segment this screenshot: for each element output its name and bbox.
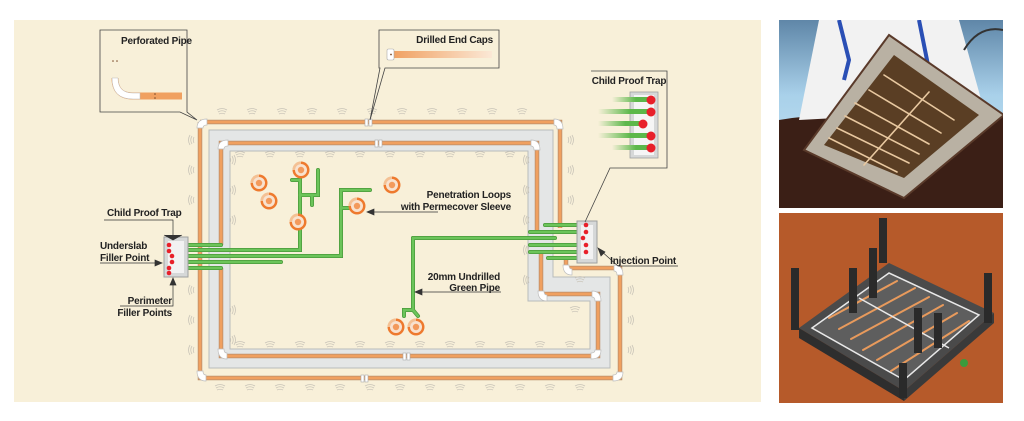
seepage-wave-icon xyxy=(364,384,376,391)
label-green-pipe-line2: Green Pipe xyxy=(449,283,500,294)
label-perimeter-line2: Filler Points xyxy=(117,308,172,319)
seepage-wave-icon xyxy=(274,384,286,391)
label-penetration-line1: Penetration Loops xyxy=(427,190,512,201)
seepage-wave-icon xyxy=(188,344,195,356)
seepage-wave-icon xyxy=(424,384,436,391)
slab-band xyxy=(208,129,611,369)
inner-perforated-pipe xyxy=(218,139,601,361)
seepage-wave-icon xyxy=(456,108,468,115)
seepage-wave-icon xyxy=(188,134,195,146)
seepage-wave-icon xyxy=(516,108,528,115)
label-child-proof-trap-right: Child Proof Trap xyxy=(592,76,667,87)
seepage-wave-icon xyxy=(486,108,498,115)
seepage-wave-icon xyxy=(188,314,195,326)
callout-perforated-pipe: Perforated Pipe xyxy=(99,29,198,121)
label-drilled-end-caps: Drilled End Caps xyxy=(416,35,493,46)
seepage-wave-icon xyxy=(567,164,574,176)
seepage-wave-icon xyxy=(394,384,406,391)
seepage-wave-icon xyxy=(396,108,408,115)
label-underslab-line2: Filler Point xyxy=(100,253,150,264)
seepage-wave-icon xyxy=(627,314,634,326)
seepage-wave-icon xyxy=(188,284,195,296)
label-perimeter-line1: Perimeter xyxy=(128,296,173,307)
label-injection-point: Injection Point xyxy=(610,256,677,267)
seepage-wave-icon xyxy=(188,194,195,206)
seepage-wave-icon xyxy=(627,344,634,356)
seepage-wave-icon xyxy=(336,108,348,115)
seepage-wave-icon xyxy=(627,284,634,296)
seepage-wave-icon xyxy=(426,108,438,115)
callout-child-proof-trap-right: Child Proof Trap xyxy=(584,70,668,223)
penetration-loop xyxy=(407,318,425,336)
penetration-loop xyxy=(387,318,405,336)
seepage-wave-icon xyxy=(484,384,496,391)
seepage-wave-icon xyxy=(246,108,258,115)
seepage-wave-icon xyxy=(304,384,316,391)
seepage-wave-icon xyxy=(514,384,526,391)
penetration-loop xyxy=(289,213,307,231)
label-child-proof-trap-left: Child Proof Trap xyxy=(107,208,182,219)
penetration-loop xyxy=(250,174,268,192)
label-green-pipe-line1: 20mm Undrilled xyxy=(428,272,500,283)
callout-left-labels xyxy=(100,208,678,307)
photo-building-underslab xyxy=(779,20,1003,208)
penetration-loop xyxy=(260,192,278,210)
penetration-loop xyxy=(383,176,401,194)
seepage-wave-icon xyxy=(244,384,256,391)
penetration-loop xyxy=(292,161,310,179)
label-underslab-line1: Underslab xyxy=(100,241,147,252)
injection-point-box[interactable] xyxy=(576,220,598,264)
seepage-wave-icon xyxy=(334,384,346,391)
label-perforated-pipe: Perforated Pipe xyxy=(121,36,193,47)
seepage-wave-icon xyxy=(306,108,318,115)
underslab-filler-box[interactable] xyxy=(163,236,189,278)
seepage-wave-icon xyxy=(214,384,226,391)
seepage-wave-icon xyxy=(574,384,586,391)
seepage-wave-icon xyxy=(276,108,288,115)
callout-drilled-end-caps: Drilled End Caps xyxy=(369,29,500,121)
seepage-wave-icon xyxy=(567,194,574,206)
green-pipes xyxy=(182,168,585,318)
photo-foundation-grid xyxy=(779,213,1003,403)
penetration-loop xyxy=(348,197,366,215)
label-penetration-line2: with Permecover Sleeve xyxy=(400,202,512,213)
seepage-wave-icon xyxy=(544,384,556,391)
seepage-wave-icon xyxy=(567,134,574,146)
seepage-wave-icon xyxy=(216,108,228,115)
seepage-wave-icon xyxy=(454,384,466,391)
seepage-wave-icon xyxy=(188,164,195,176)
